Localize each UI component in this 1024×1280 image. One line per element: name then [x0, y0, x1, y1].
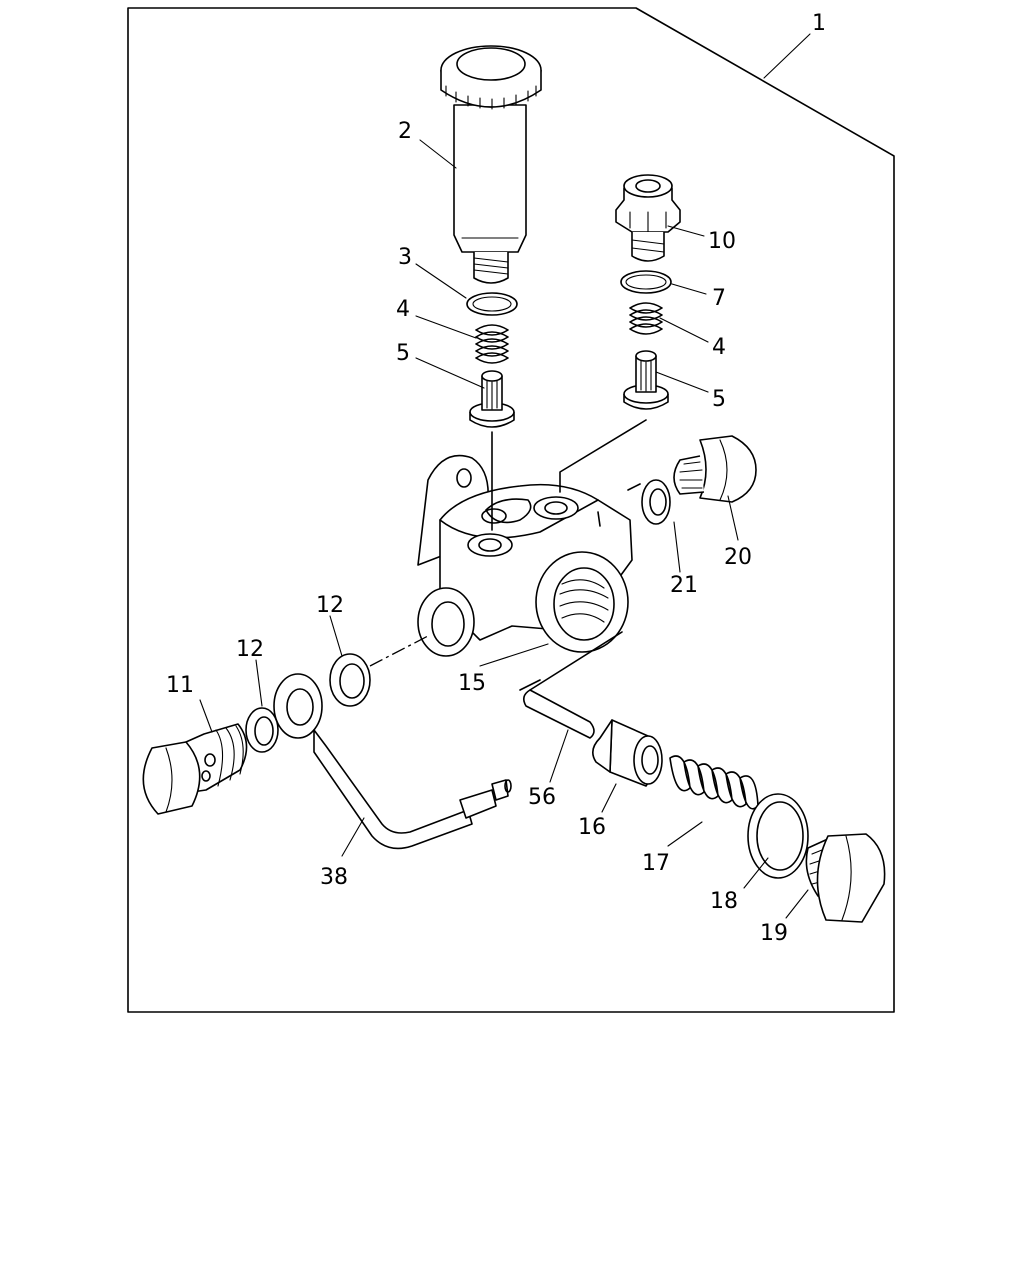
part-19-plug: [805, 833, 886, 923]
part-5-valve-right: [623, 350, 669, 410]
part-7-o-ring: [620, 270, 672, 294]
part-38-banjo-pipe: [273, 673, 512, 850]
callout-19: 19: [760, 921, 788, 946]
callout-2: 2: [398, 119, 412, 144]
callout-21: 21: [670, 573, 698, 598]
leader-lines: [199, 33, 811, 919]
part-56-pin: [522, 689, 595, 739]
part-21-washer: [641, 479, 671, 525]
part-12-washer-left: [245, 707, 279, 753]
part-10-connector: [615, 174, 681, 262]
callout-12-left: 12: [236, 637, 264, 662]
part-5-valve-left: [469, 370, 515, 428]
callout-3: 3: [398, 245, 412, 270]
part-2-priming-pump: [440, 45, 542, 284]
part-3-o-ring: [466, 292, 518, 316]
callout-15: 15: [458, 671, 486, 696]
part-11-banjo-bolt: [142, 723, 248, 815]
assembly-frame: [127, 7, 895, 1013]
part-16-piston: [592, 719, 663, 787]
callout-labels: 1 2 3 4 5 10 7 4 5 20 21 12 12 11 15 56 …: [166, 11, 826, 946]
callout-10: 10: [708, 229, 736, 254]
part-18-gasket: [747, 793, 809, 879]
part-12-washer-right: [329, 653, 371, 707]
callout-7: 7: [712, 286, 726, 311]
callout-18: 18: [710, 889, 738, 914]
callout-5-left: 5: [396, 341, 410, 366]
part-4-spring-left: [475, 324, 509, 364]
callout-5-right: 5: [712, 387, 726, 412]
callout-11: 11: [166, 673, 194, 698]
part-20-plug: [673, 435, 757, 503]
callout-16: 16: [578, 815, 606, 840]
callout-4-right: 4: [712, 335, 726, 360]
callout-12-right: 12: [316, 593, 344, 618]
part-4-spring-right: [629, 302, 663, 335]
callout-1: 1: [812, 11, 826, 36]
callout-4-left: 4: [396, 297, 410, 322]
part-15-pump-body: [417, 454, 633, 657]
callout-17: 17: [642, 851, 670, 876]
part-17-spring: [669, 755, 759, 810]
callout-20: 20: [724, 545, 752, 570]
callout-38: 38: [320, 865, 348, 890]
callout-56: 56: [528, 785, 556, 810]
assembly-center-lines: [369, 419, 647, 691]
